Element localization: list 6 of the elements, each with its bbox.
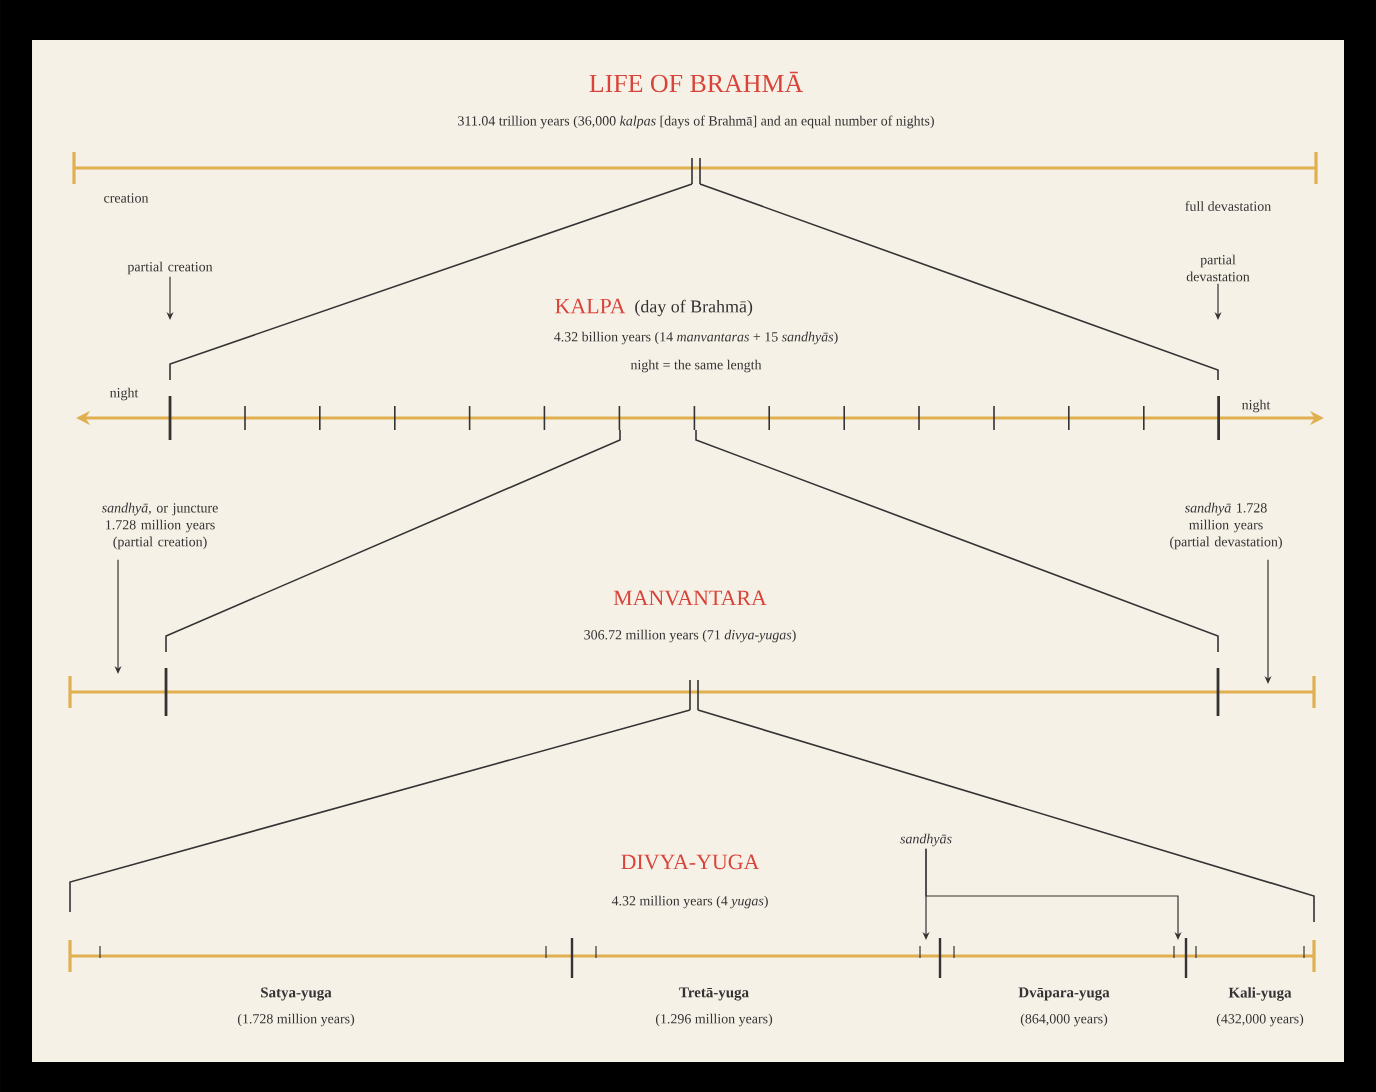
- heading: MANVANTARA: [613, 590, 767, 606]
- heading: KALPA: [555, 298, 626, 314]
- heading: DIVYA-YUGA: [621, 854, 760, 870]
- heading: LIFE OF BRAHMĀ: [589, 71, 804, 93]
- heading-note: (day of Brahmā): [635, 299, 753, 317]
- leader-arrow: [925, 848, 1182, 940]
